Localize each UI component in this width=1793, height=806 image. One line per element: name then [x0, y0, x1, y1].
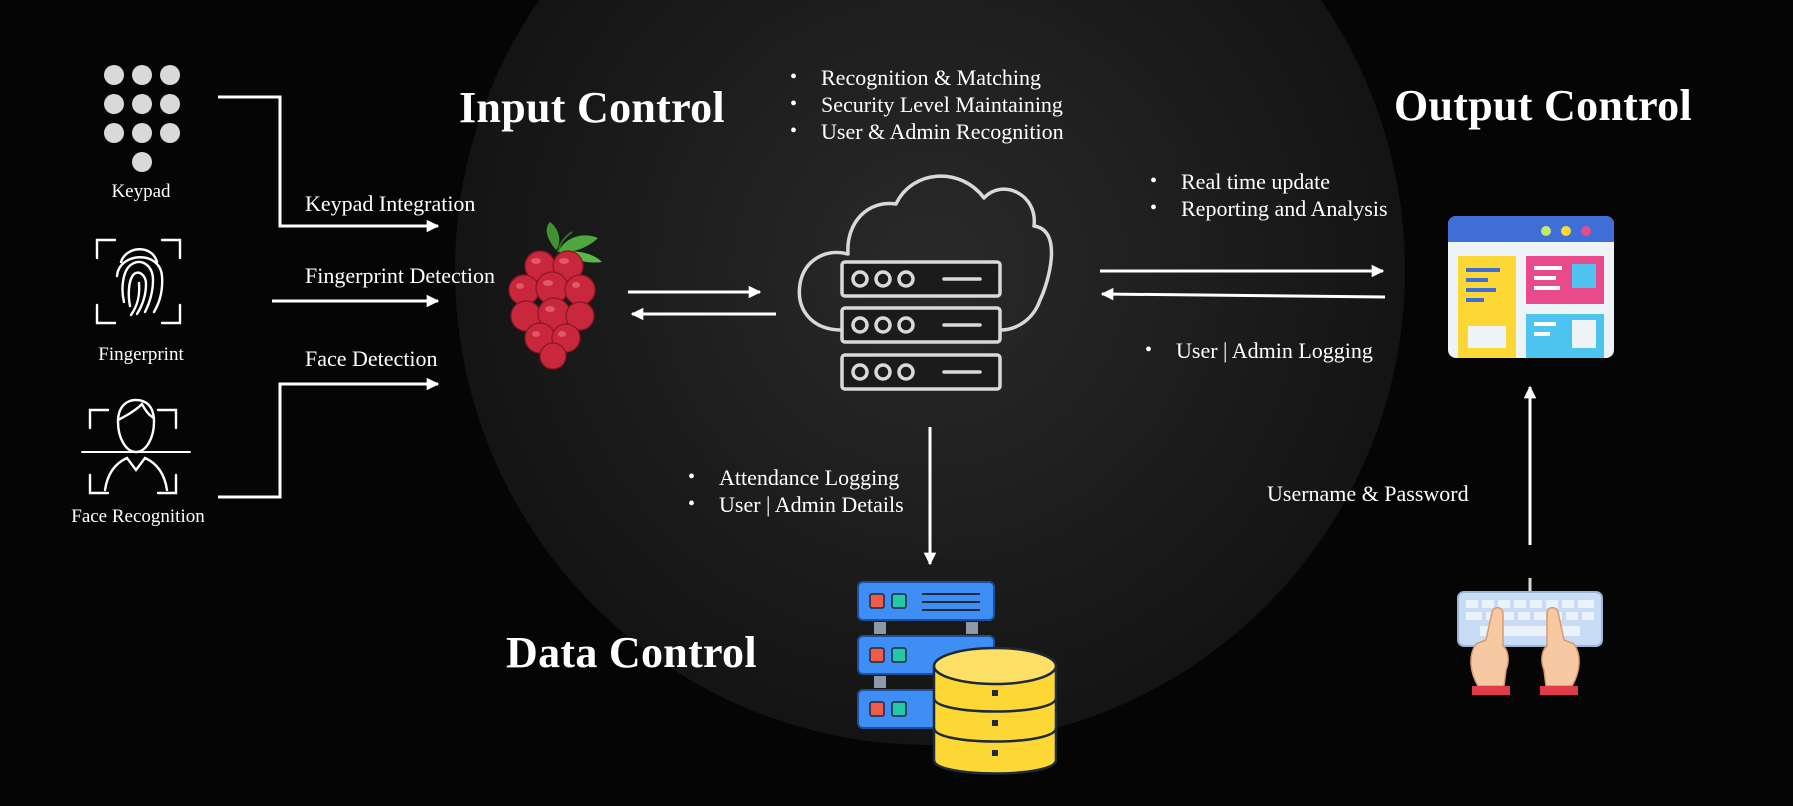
- list-item: Real time update: [1150, 168, 1388, 195]
- fingerprint-icon: [95, 238, 182, 325]
- list-item: Recognition & Matching: [790, 64, 1064, 91]
- fingerprint-caption: Fingerprint: [98, 344, 184, 365]
- face-recognition-caption: Face Recognition: [71, 506, 205, 527]
- username-password-label: Username & Password: [1267, 481, 1469, 506]
- face-detection-label: Face Detection: [305, 346, 438, 371]
- list-item: Reporting and Analysis: [1150, 195, 1388, 222]
- list-item: User & Admin Recognition: [790, 118, 1064, 145]
- list-item: Security Level Maintaining: [790, 91, 1064, 118]
- keypad-integration-label: Keypad Integration: [305, 191, 476, 216]
- server-functions-list: Recognition & Matching Security Level Ma…: [790, 64, 1064, 145]
- face-scan-icon: [81, 398, 191, 495]
- input-control-title: Input Control: [459, 83, 725, 132]
- output-functions-list: Real time update Reporting and Analysis: [1150, 168, 1388, 222]
- data-control-title: Data Control: [506, 628, 757, 677]
- cloud-server-icon: [797, 174, 1054, 391]
- list-item: User | Admin Logging: [1145, 337, 1373, 364]
- list-item: Attendance Logging: [688, 464, 904, 491]
- dashboard-icon: [1448, 216, 1614, 358]
- raspberry-pi-icon: [508, 222, 602, 370]
- data-functions-list: Attendance Logging User | Admin Details: [688, 464, 904, 518]
- database-server-icon: [857, 581, 1058, 775]
- fingerprint-detection-label: Fingerprint Detection: [305, 263, 496, 288]
- keypad-caption: Keypad: [111, 181, 171, 202]
- keypad-icon: [104, 65, 180, 172]
- logging-functions-list: User | Admin Logging: [1145, 337, 1373, 364]
- list-item: User | Admin Details: [688, 491, 904, 518]
- dashboard-to-server-arrow: [1100, 287, 1386, 301]
- keyboard-typing-icon: [1457, 578, 1603, 695]
- face-connector: [218, 377, 440, 499]
- keypad-connector: [218, 95, 440, 233]
- output-control-title: Output Control: [1394, 81, 1692, 130]
